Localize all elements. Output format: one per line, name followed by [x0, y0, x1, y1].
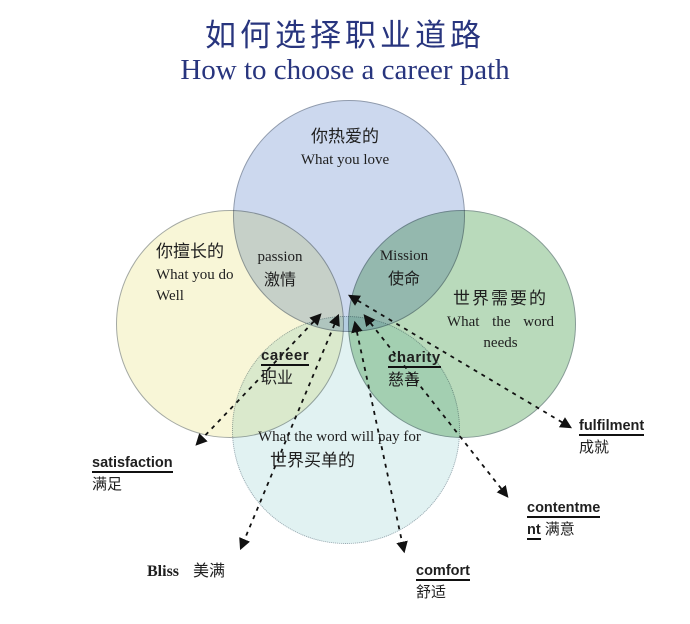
label-fulfilment: fulfilment 成就	[579, 416, 645, 459]
label-comfort-en: comfort	[416, 563, 470, 581]
label-mission: Mission 使命	[360, 246, 448, 291]
label-what-you-love: 你热爱的 What you love	[245, 125, 445, 171]
page-title-english: How to choose a career path	[180, 54, 510, 86]
label-mission-zh: 使命	[387, 270, 420, 288]
label-what-the-world-pays-for-en: What the word will pay for	[258, 429, 421, 445]
label-charity-en: charity	[388, 349, 441, 368]
label-what-the-world-needs-en2: needs	[483, 335, 518, 352]
label-contentment: contentme nt 满意	[527, 498, 617, 541]
label-career: career 职业	[261, 345, 310, 390]
label-what-you-do-well-en1: What you do	[156, 266, 234, 283]
label-what-you-do-well-en2: Well	[156, 288, 184, 305]
label-satisfaction-en: satisfaction	[92, 455, 173, 473]
label-passion-zh: 激情	[263, 271, 296, 289]
label-fulfilment-zh: 成就	[579, 439, 610, 457]
label-what-you-love-zh: 你热爱的	[311, 127, 379, 146]
label-charity-zh: 慈善	[388, 371, 421, 389]
label-bliss: Bliss 美满	[147, 560, 225, 583]
label-what-you-do-well-zh: 你擅长的	[156, 242, 224, 261]
label-what-the-world-pays-for: What the word will pay for 世界买单的	[258, 427, 458, 473]
label-contentment-en1: contentme	[527, 500, 601, 518]
page-title-chinese: 如何选择职业道路	[205, 18, 485, 53]
label-comfort-zh: 舒适	[416, 584, 447, 602]
label-contentment-en2: nt	[527, 522, 541, 541]
label-career-en: career	[261, 347, 310, 366]
label-passion: passion 激情	[238, 247, 322, 292]
label-what-you-do-well: 你擅长的 What you do Well	[156, 240, 296, 308]
label-passion-en: passion	[257, 249, 303, 265]
label-comfort: comfort 舒适	[416, 561, 470, 604]
label-what-the-world-pays-for-zh: 世界买单的	[270, 450, 355, 470]
label-charity: charity 慈善	[388, 347, 441, 392]
label-career-zh: 职业	[261, 369, 294, 387]
label-what-the-world-needs-zh: 世界需要的	[453, 289, 548, 308]
label-bliss-zh: 美满	[193, 563, 226, 580]
label-what-you-love-en: What you love	[300, 151, 390, 168]
label-what-the-world-needs-en1: What the word	[446, 313, 555, 330]
label-mission-en: Mission	[379, 248, 429, 264]
label-satisfaction: satisfaction 满足	[92, 453, 173, 496]
label-satisfaction-zh: 满足	[92, 476, 123, 494]
label-what-the-world-needs: 世界需要的 What the word needs	[428, 287, 573, 355]
label-fulfilment-en: fulfilment	[579, 418, 645, 436]
label-bliss-en: Bliss	[147, 563, 180, 580]
label-contentment-zh: 满意	[544, 521, 575, 539]
